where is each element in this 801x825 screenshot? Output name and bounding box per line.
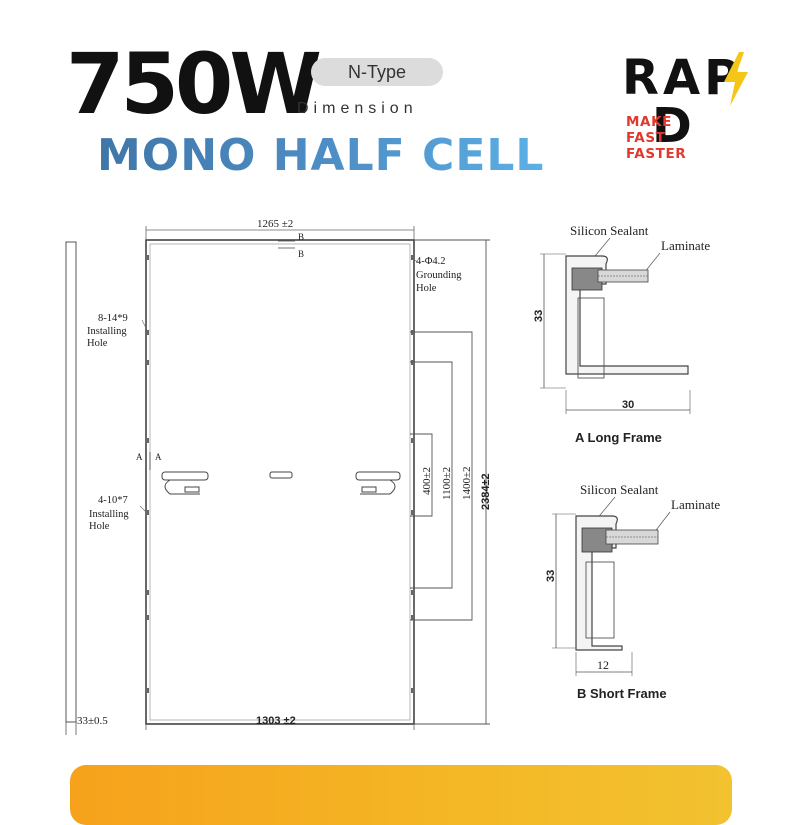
long-frame-height: 33	[533, 310, 545, 322]
junction-box-cables	[161, 471, 401, 495]
panel-width-dim: 1265 ±2	[257, 218, 293, 230]
long-frame-sealant-label: Silicon Sealant	[570, 223, 649, 238]
installing-hole-bottom-label-2: Hole	[89, 521, 110, 532]
dim-2384: 2384±2	[480, 473, 492, 510]
long-frame-section: Silicon Sealant Laminate 33 30 A Long Fr…	[533, 223, 710, 445]
logo-tagline: MAKE FAST FASTER	[626, 114, 687, 162]
installing-hole-top-spec: 8-14*9	[98, 313, 128, 324]
installing-hole-bottom-spec: 4-10*7	[98, 495, 128, 506]
mounting-holes	[147, 255, 413, 693]
installing-hole-top-label-2: Hole	[87, 338, 108, 349]
side-profile	[65, 241, 77, 723]
dimension-label: Dimension	[297, 100, 418, 117]
grounding-hole-label-1: Grounding	[416, 270, 462, 281]
short-frame-height: 33	[545, 570, 557, 582]
dim-400: 400±2	[421, 467, 433, 495]
short-frame-laminate-label: Laminate	[671, 497, 720, 512]
short-frame-width: 12	[597, 658, 609, 672]
section-b-top: B	[298, 232, 304, 242]
lightning-bolt-icon	[724, 52, 748, 106]
long-frame-laminate-label: Laminate	[661, 238, 710, 253]
power-rating: 750W	[66, 35, 322, 133]
panel-outline	[145, 239, 415, 725]
section-a-right: A	[155, 452, 162, 462]
panel-width-bottom-dim: 1303 ±2	[256, 715, 296, 727]
section-b-bottom: B	[298, 249, 304, 259]
grounding-hole-label-2: Hole	[416, 283, 437, 294]
long-frame-width: 30	[622, 399, 634, 411]
dimension-drawing: 33±0.5 1265 ±2 B B 4-Φ4.2 Grounding Hole…	[65, 218, 720, 735]
short-frame-sealant-label: Silicon Sealant	[580, 482, 659, 497]
footer-gradient-bar	[70, 765, 732, 825]
vertical-dimensions	[410, 239, 490, 725]
section-a-left: A	[136, 452, 143, 462]
grounding-hole-spec: 4-Φ4.2	[416, 256, 446, 267]
logo-word: RAPD	[622, 50, 744, 154]
installing-hole-top-label-1: Installing	[87, 326, 127, 337]
type-badge: N-Type	[311, 58, 443, 86]
installing-hole-bottom-label-1: Installing	[89, 509, 129, 520]
cell-type-title: MONO HALF CELL	[97, 130, 545, 181]
frame-depth-dim: 33±0.5	[77, 715, 108, 727]
short-frame-caption: B Short Frame	[577, 686, 667, 701]
dim-1400: 1400±2	[461, 466, 473, 500]
short-frame-section: Silicon Sealant Laminate 33 12 B Short F…	[545, 482, 720, 701]
dim-1100: 1100±2	[441, 467, 453, 500]
long-frame-caption: A Long Frame	[575, 430, 662, 445]
